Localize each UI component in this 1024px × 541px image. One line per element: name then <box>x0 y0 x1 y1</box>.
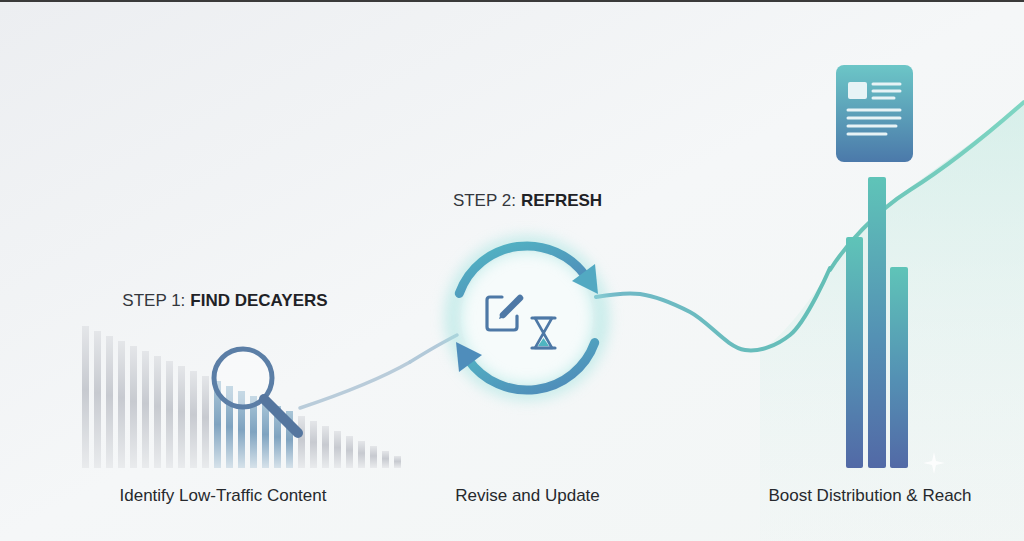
step-caption: Boost Distribution & Reach <box>768 485 971 507</box>
step-caption: Revise and Update <box>455 485 600 507</box>
bar <box>298 416 305 468</box>
bar <box>190 371 197 468</box>
bar <box>310 421 317 468</box>
bar <box>334 431 341 468</box>
hourglass-icon <box>532 318 555 348</box>
growth-bars <box>846 177 908 468</box>
bar <box>382 451 389 468</box>
bar <box>178 366 185 468</box>
document-line <box>848 117 900 120</box>
step-number: STEP 2: <box>453 190 516 212</box>
document-line <box>848 133 886 136</box>
bar <box>202 376 209 468</box>
document-card <box>836 65 913 162</box>
bar <box>890 267 908 468</box>
ring-glow <box>453 244 601 392</box>
bar <box>370 446 377 468</box>
refresh-arc <box>468 343 595 390</box>
hourglass-body <box>535 318 552 348</box>
document-line <box>848 109 900 112</box>
text-row: Boost Distribution & Reach <box>740 485 1000 507</box>
step-title: REFRESH <box>521 190 602 212</box>
bar <box>94 331 101 468</box>
refresh-circle: STEP 2:REFRESH Revise and Update <box>440 185 615 510</box>
refresh-ring <box>440 185 615 510</box>
sparkle <box>923 452 945 474</box>
document-line <box>873 97 894 100</box>
document-image <box>848 82 867 99</box>
text-row: STEP 1:FIND DECAYERS <box>70 290 380 312</box>
bar <box>262 401 269 468</box>
bar <box>846 237 863 468</box>
bar <box>358 441 365 468</box>
bar <box>166 361 173 468</box>
pencil <box>503 298 520 315</box>
text-row: Revise and Update <box>400 485 655 507</box>
document-icon <box>836 65 913 162</box>
decay-bar-chart <box>82 326 401 468</box>
step-number: STEP 1: <box>122 290 185 312</box>
document-line <box>848 125 896 128</box>
step-caption: Identify Low-Traffic Content <box>120 485 327 507</box>
bar <box>118 341 125 468</box>
bar <box>130 346 137 468</box>
step-panel: STEP 1:FIND DECAYERS Identify Low-Traffic… <box>70 285 410 510</box>
bar <box>142 351 149 468</box>
ring-fill <box>461 252 593 384</box>
bar <box>868 177 886 468</box>
text-row: Identify Low-Traffic Content <box>50 485 396 507</box>
bar <box>154 356 161 468</box>
bar <box>82 326 89 468</box>
bar <box>106 336 113 468</box>
growth-panel: Boost Distribution & Reach <box>830 60 925 510</box>
refresh-arrowhead <box>572 264 598 294</box>
bar <box>346 436 353 468</box>
text-row: STEP 2:REFRESH <box>440 190 615 212</box>
document-line <box>873 83 900 86</box>
edit-icon <box>487 297 520 330</box>
refresh-arrowhead <box>456 342 482 372</box>
top-border <box>0 0 1024 2</box>
step-title: FIND DECAYERS <box>190 290 327 312</box>
document-line <box>873 90 900 93</box>
bar <box>322 426 329 468</box>
growth-area <box>760 100 1024 541</box>
pencil-tip <box>499 313 505 319</box>
flow-curve <box>596 268 830 350</box>
magnifier-icon <box>214 349 298 433</box>
refresh-arc <box>459 246 586 293</box>
magnifier-handle <box>264 399 298 433</box>
bar <box>394 456 401 468</box>
curve-tail <box>300 362 410 408</box>
hourglass-sand <box>538 338 549 346</box>
